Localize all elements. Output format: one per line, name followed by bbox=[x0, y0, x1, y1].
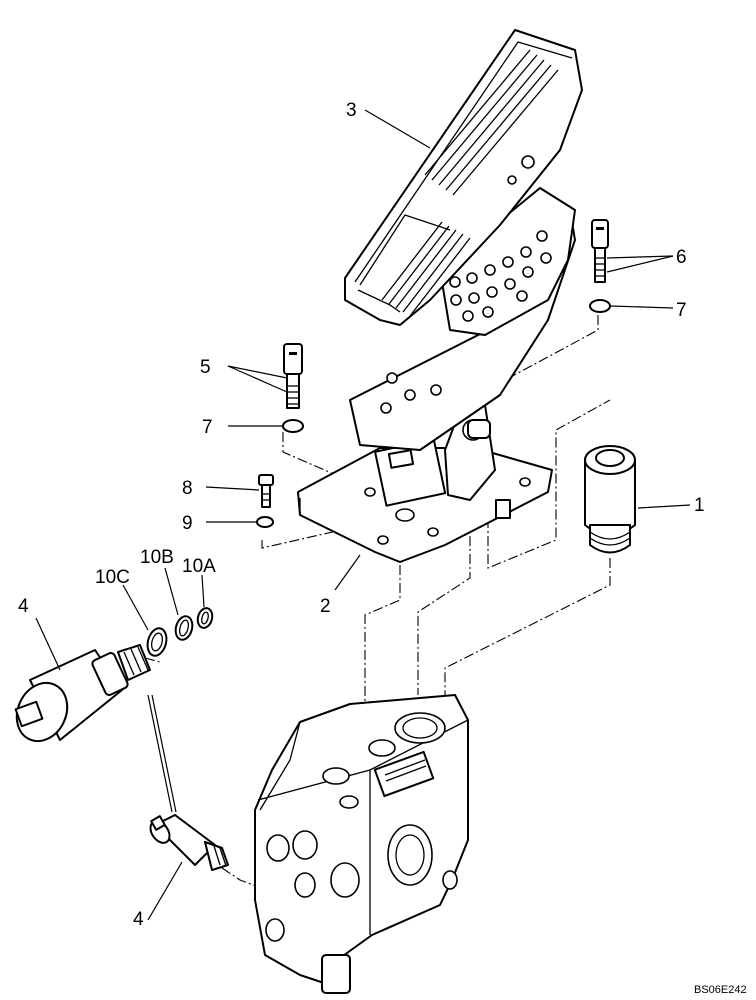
leader-lines bbox=[35, 109, 691, 921]
callout-labels: 3 5 7 6 7 8 9 2 1 4 4 10C 10B 10A bbox=[18, 100, 705, 930]
valve-body bbox=[254, 694, 469, 994]
alignment-lines bbox=[144, 315, 611, 893]
callout-9: 9 bbox=[182, 513, 193, 534]
callout-3: 3 bbox=[346, 100, 357, 121]
callout-7-right: 7 bbox=[676, 300, 687, 321]
callout-7-left: 7 bbox=[202, 417, 213, 438]
callout-4-bottom: 4 bbox=[133, 909, 144, 930]
screw-assembly-right bbox=[589, 219, 611, 313]
small-screw-assembly bbox=[256, 474, 274, 528]
screw-assembly-left bbox=[282, 343, 304, 433]
callout-4-top: 4 bbox=[18, 596, 29, 617]
valve-cartridge bbox=[584, 445, 636, 554]
callout-10b: 10B bbox=[140, 547, 174, 568]
foot-pedal bbox=[344, 29, 583, 451]
solenoid-coil-small bbox=[149, 814, 229, 871]
callout-2: 2 bbox=[320, 596, 331, 617]
callout-6: 6 bbox=[676, 247, 687, 268]
drawing-reference-code: BS06E242 bbox=[694, 984, 747, 996]
o-rings bbox=[146, 607, 214, 657]
callout-10a: 10A bbox=[182, 556, 216, 577]
callout-1: 1 bbox=[694, 495, 705, 516]
callout-10c: 10C bbox=[95, 567, 130, 588]
callout-5: 5 bbox=[200, 357, 211, 378]
callout-8: 8 bbox=[182, 478, 193, 499]
pedal-plate-holes bbox=[380, 230, 552, 414]
pedal-tread-grooves bbox=[359, 49, 559, 317]
solenoid-coil-large bbox=[14, 644, 151, 743]
